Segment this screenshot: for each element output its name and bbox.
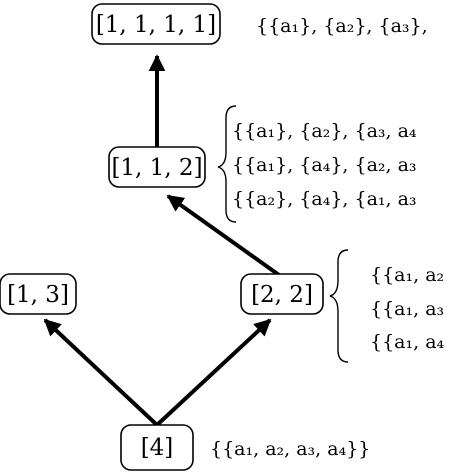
partition-set-112-1: {{a₁}, {a₂}, {a₃, a₄ — [232, 120, 417, 142]
partition-set-22-2: {{a₁, a₃ — [370, 298, 444, 320]
edge-4-to-13 — [43, 318, 159, 427]
node-1111: [1, 1, 1, 1] — [91, 3, 221, 45]
edge-22-to-112 — [166, 194, 281, 277]
node-22: [2, 2] — [240, 273, 324, 315]
partition-set-22-3: {{a₁, a₄ — [370, 331, 445, 353]
node-1111-label: [1, 1, 1, 1] — [96, 12, 216, 38]
partition-set-112-3: {{a₂}, {a₄}, {a₁, a₃ — [232, 188, 417, 210]
partition-set-22-1: {{a₁, a₂ — [370, 264, 444, 286]
brace-112 — [217, 105, 237, 223]
node-4-label: [4] — [141, 435, 174, 461]
partition-set-112-2: {{a₁}, {a₄}, {a₂, a₃ — [232, 154, 417, 176]
partition-set-1111: {{a₁}, {a₂}, {a₃}, — [256, 15, 428, 37]
node-112: [1, 1, 2] — [108, 146, 206, 188]
node-13: [1, 3] — [0, 273, 77, 315]
node-13-label: [1, 3] — [7, 282, 69, 308]
node-112-label: [1, 1, 2] — [111, 155, 202, 181]
partition-set-4: {{a₁, a₂, a₃, a₄}} — [210, 438, 370, 460]
brace-22 — [329, 249, 349, 363]
node-22-label: [2, 2] — [251, 282, 313, 308]
node-4: [4] — [120, 424, 194, 471]
edge-4-to-22 — [155, 318, 272, 427]
